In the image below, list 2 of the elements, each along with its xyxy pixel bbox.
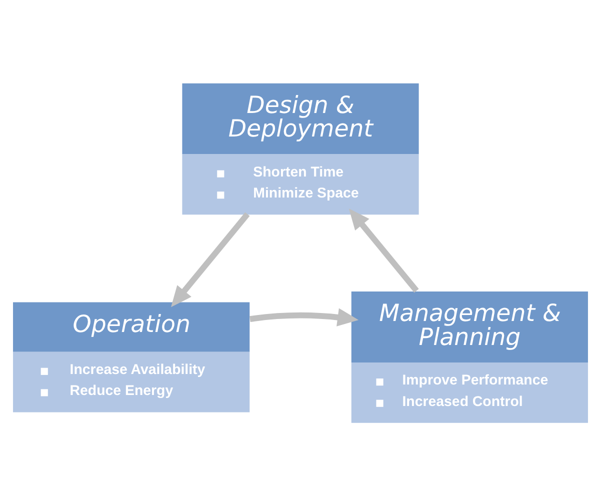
arrow (348, 208, 419, 292)
arrow (250, 308, 359, 326)
